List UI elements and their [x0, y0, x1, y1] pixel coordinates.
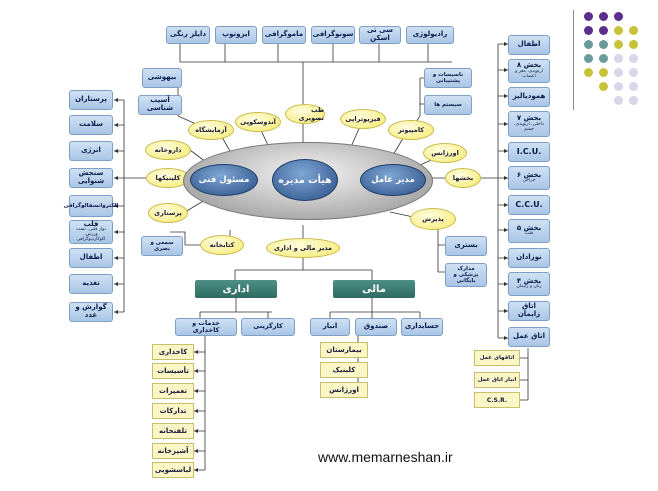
service-2: تأسیسات	[152, 363, 194, 379]
ward-3-title: هموديالیز	[512, 92, 546, 101]
top-box-1: دایلز رنگی	[166, 26, 210, 44]
ward-1-title: اطفال	[517, 40, 541, 49]
service-4: تدارکات	[152, 403, 194, 419]
service-3: تعمیرات	[152, 383, 194, 399]
library-ellipse: کتابخانه	[200, 235, 244, 255]
far-left-2: سلامت	[69, 115, 113, 135]
ward-11: اتاق زایمان	[508, 301, 550, 321]
far-left-6-sub: نوار قلبی، تست ورزش، اکوکاردیوگرافی	[76, 227, 106, 243]
emergency-ellipse: اورژانس	[423, 143, 467, 163]
or-storage-box: انبار اتاق عمل	[474, 372, 520, 388]
admission-ellipse: پذیرش	[410, 208, 456, 230]
ward-1: اطفال	[508, 35, 550, 55]
far-left-8: تغذیه	[69, 274, 113, 294]
pharmacy-ellipse: داروخانه	[145, 140, 191, 160]
ward-9-title: نوزادان	[516, 253, 542, 262]
board-node: هیأت مدیره	[272, 159, 338, 201]
ward-11-title: اتاق زایمان	[517, 302, 541, 318]
warehouse-box: انبار	[310, 318, 350, 336]
wards-ellipse: بخشها	[445, 168, 481, 188]
top-box-6: رادیولوژی	[406, 26, 454, 44]
service-6: آشپزخانه	[152, 443, 194, 459]
divider-line	[573, 10, 574, 110]
pathology-box: آسیب شناسی	[138, 95, 182, 115]
ward-8-sub: قلب	[524, 231, 534, 237]
csr-box: C.S.R.	[474, 392, 520, 408]
far-left-9: گوارش و غدد	[69, 302, 113, 322]
cash-2: کلینیک	[320, 362, 368, 378]
accounting-box: حسابداری	[401, 318, 443, 336]
ward-6-title: بخش ۶	[516, 170, 542, 179]
ward-9: نوزادان	[508, 248, 550, 268]
ward-12-title: اتاق عمل	[512, 332, 546, 341]
top-box-2: ایزوتوپ	[215, 26, 257, 44]
service-5: تلفنخانه	[152, 423, 194, 439]
finance-admin-ellipse: مدیر مالی و اداری	[266, 238, 340, 258]
inpatient-box: بستری	[445, 236, 487, 256]
systems-box: سیستم ها	[424, 95, 472, 115]
endoscopy-ellipse: آندوسکوپی	[235, 112, 281, 132]
ward-4-sub: داخلی، ارتوپدی، چشم	[514, 121, 544, 132]
far-left-7: اطفال	[69, 248, 113, 268]
cashier-box: صندوق	[355, 318, 397, 336]
top-box-4: سونوگرافی	[311, 26, 355, 44]
cash-1: بیمارستان	[320, 342, 368, 358]
top-box-5: سی تی اسکن	[359, 26, 401, 44]
ward-2-title: بخش ۸	[516, 61, 542, 70]
medical-records-box: مدارک پزشکی و بایگانی	[445, 263, 487, 287]
ward-4-title: بخش ۷	[516, 114, 542, 123]
physio-ellipse: فیزیوتراپی	[340, 109, 386, 129]
services-box: خدمات و کاخداری	[175, 318, 237, 336]
service-1: کاخداری	[152, 344, 194, 360]
ward-10-sub: زنان و زایمان	[516, 284, 542, 290]
far-left-6-title: قلب	[83, 219, 99, 228]
technical-head-node: مسئول فنی	[190, 164, 258, 196]
ward-3: هموديالیز	[508, 87, 550, 107]
far-left-4: سنجش شنوایی	[69, 168, 113, 188]
ceo-node: مدیر عامل	[360, 164, 426, 196]
service-7: لباسشویی	[152, 462, 194, 478]
medical-imaging-ellipse: طب تصویری	[285, 104, 325, 124]
website-url: www.memarneshan.ir	[318, 449, 453, 465]
far-left-3: انرژی	[69, 141, 113, 161]
nursing-ellipse: پرستاری	[148, 203, 188, 223]
ward-5-title: I.C.U.	[516, 146, 542, 156]
admin-header: اداری	[195, 280, 277, 298]
anesthesia-box: بیهوشی	[142, 68, 182, 88]
audio-visual-box: سمعی و بصری	[141, 236, 183, 256]
finance-header: مالی	[333, 280, 415, 298]
personnel-box: کارگزینی	[241, 318, 295, 336]
facilities-box: تاسیسات و پشتیبانی	[424, 68, 472, 88]
or-rooms-box: اتاقهای عمل	[474, 350, 520, 366]
ward-7: C.C.U.	[508, 195, 550, 215]
cash-3: اورژانس	[320, 382, 368, 398]
ward-12: اتاق عمل	[508, 327, 550, 347]
ward-2-sub: ارتوپدی، مغز و اعصاب	[515, 68, 543, 79]
top-box-3: ماموگرافی	[262, 26, 306, 44]
far-left-6: قلب نوار قلبی، تست ورزش، اکوکاردیوگرافی	[69, 220, 113, 244]
far-left-5: الکتروانسفالوگرافی	[64, 195, 119, 217]
ward-8-title: بخش ۵	[516, 223, 542, 232]
ward-7-title: C.C.U.	[515, 199, 543, 209]
far-left-1: پرستاران	[69, 90, 113, 110]
ward-6-sub: جراحی	[522, 178, 536, 184]
lab-ellipse: آزمایشگاه	[188, 120, 234, 140]
computer-ellipse: کامپیوتر	[388, 120, 434, 140]
ward-10-title: بخش ۴	[516, 276, 542, 285]
ward-5: I.C.U.	[508, 142, 550, 162]
